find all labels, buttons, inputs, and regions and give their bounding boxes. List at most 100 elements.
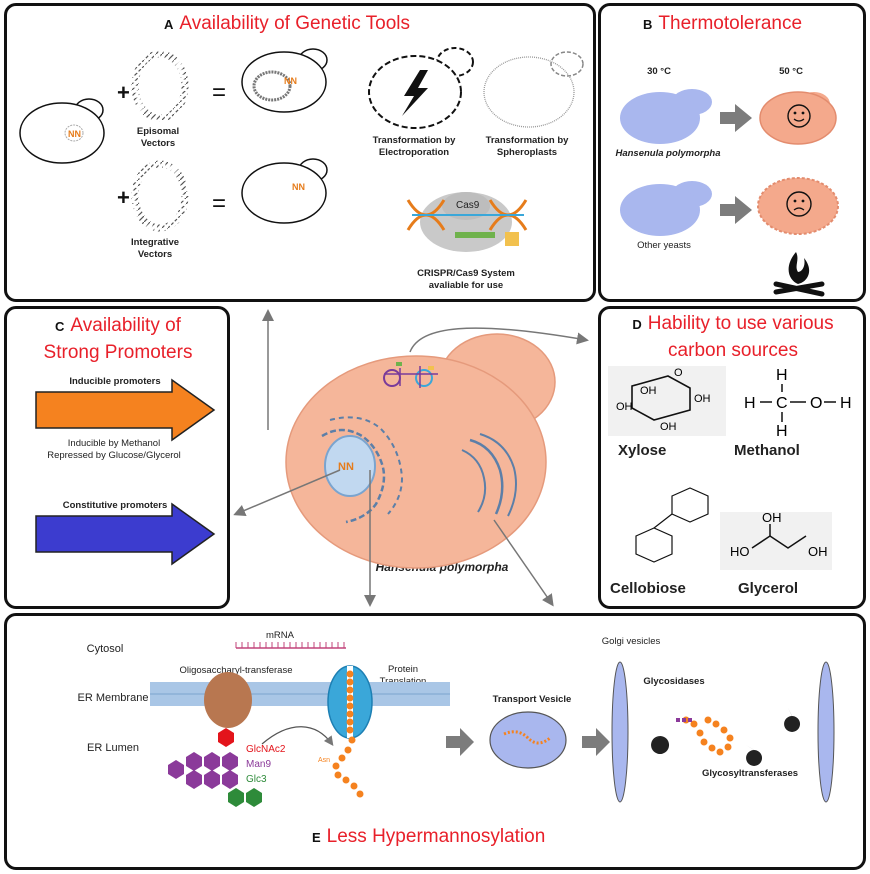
svg-text:OH: OH <box>694 393 711 405</box>
other-yeast-30c <box>620 181 712 236</box>
glycosidases-label: Glycosidases <box>643 676 705 687</box>
man-label: Man9 <box>246 759 271 770</box>
er-lumen-label: ER Lumen <box>87 742 139 754</box>
panel-c-title-line1: Availability of <box>70 315 181 336</box>
fire-icon <box>773 252 825 297</box>
transport-vesicle <box>489 711 567 769</box>
crispr-label: CRISPR/Cas9 System avaliable for use <box>417 268 515 291</box>
svg-text:OH: OH <box>616 401 633 413</box>
gray-arrow-e-1 <box>446 728 474 756</box>
glycosidase-enzymes <box>651 708 801 766</box>
methanol-label: Methanol <box>734 442 800 459</box>
svg-text:H: H <box>776 367 788 384</box>
transport-vesicle-label: Transport Vesicle <box>492 694 572 705</box>
panel-d-title-line2: carbon sources <box>668 340 798 361</box>
released-mannose <box>676 718 692 722</box>
panel-d-letter: D <box>632 317 642 332</box>
inducible-note-label: Inducible by Methanol Repressed by Gluco… <box>47 438 181 461</box>
hansenula-b-label: Hansenula polymorpha <box>615 148 721 159</box>
svg-text:H: H <box>840 395 852 412</box>
panel-c-promoters <box>4 306 230 609</box>
integrative-vectors-label: Integrative Vectors <box>130 237 180 260</box>
oligosaccharyltransferase <box>204 672 252 728</box>
panel-c-title-line2: Strong Promoters <box>43 342 193 363</box>
panel-c-letter: C <box>55 319 65 334</box>
episomal-plasmid-icon <box>131 50 189 122</box>
xylose-label: Xylose <box>618 442 667 459</box>
mrna-label: mRNA <box>266 630 294 641</box>
protein-translation-label: Protein Translation <box>379 664 427 687</box>
panel-b-title: B Thermotolerance <box>643 13 802 35</box>
glcnac-label: GlcNAc2 <box>246 744 286 755</box>
electroporation-icon <box>368 47 474 129</box>
happy-yeast-50c <box>759 91 837 145</box>
panel-c-title: C Availability of Strong Promoters <box>20 313 216 366</box>
panel-e-letter: E <box>312 830 321 845</box>
gray-arrow-b-2 <box>720 196 752 224</box>
svg-text:C: C <box>776 395 788 412</box>
constitutive-promoter-arrow <box>35 502 216 566</box>
golgi-polypeptide <box>682 716 734 756</box>
panel-a-title-text: Availability of Genetic Tools <box>179 13 410 34</box>
glc-label: Glc3 <box>246 774 267 785</box>
ost-label: Oligosaccharyl-transferase <box>179 665 293 676</box>
svg-text:O: O <box>810 395 822 412</box>
cytosol-label: Cytosol <box>86 643 124 655</box>
episomal-vectors-label: Episomal Vectors <box>136 126 180 149</box>
yeast-h-poly-30c <box>620 89 712 144</box>
panel-b-title-text: Thermotolerance <box>658 13 803 34</box>
svg-text:OH: OH <box>808 544 828 559</box>
inducible-promoter-arrow <box>35 378 216 442</box>
transfer-arrow <box>261 726 334 746</box>
cas9-label: Cas9 <box>456 200 480 211</box>
glycerol-label: Glycerol <box>738 580 799 597</box>
panel-d-title-line1: Hability to use various <box>647 313 834 334</box>
er-membrane-label: ER Membrane <box>77 692 149 704</box>
yeast-cell-integrative: NN <box>241 158 328 224</box>
svg-text:NN: NN <box>292 182 305 192</box>
spheroplast-icon <box>483 51 584 128</box>
svg-text:NN: NN <box>68 129 81 139</box>
plus-sign-2: + <box>117 185 130 210</box>
nascent-polypeptide <box>332 670 364 798</box>
panel-a-genetic-tools <box>4 3 596 302</box>
glycosyltransferases-label: Glycosyltransferases <box>701 768 799 779</box>
svg-text:NN: NN <box>284 76 297 86</box>
integrative-plasmid-icon <box>131 160 189 232</box>
glcnac-sugar <box>218 728 234 747</box>
methanol-structure: H H C O H H <box>744 367 852 440</box>
gray-arrow-b-1 <box>720 104 752 132</box>
center-arrows <box>233 309 589 607</box>
other-yeasts-label: Other yeasts <box>637 240 691 251</box>
panel-d-title: D Hability to use various carbon sources <box>608 311 858 364</box>
svg-text:H: H <box>776 423 788 440</box>
cellobiose-structure <box>635 487 709 563</box>
yeast-cell-start: NN <box>19 98 105 164</box>
svg-text:OH: OH <box>640 385 657 397</box>
golgi-cisterna-right <box>817 661 835 803</box>
electroporation-label: Transformation by Electroporation <box>372 135 456 158</box>
panel-a-title: A Availability of Genetic Tools <box>164 13 410 35</box>
gray-arrow-e-2 <box>582 728 610 756</box>
inducible-promoters-label: Inducible promoters <box>69 376 161 387</box>
glucose-sugars <box>228 788 262 807</box>
panel-a-letter: A <box>164 17 174 32</box>
xylose-structure: O OH OH OH OH <box>608 366 726 436</box>
panel-b-letter: B <box>643 17 653 32</box>
constitutive-promoters-label: Constitutive promoters <box>62 500 168 511</box>
svg-text:O: O <box>674 367 683 379</box>
svg-text:HO: HO <box>730 544 750 559</box>
plus-sign-1: + <box>117 80 130 105</box>
asn-label: Asn <box>318 757 330 764</box>
panel-e-hypermannosylation <box>4 613 866 870</box>
crispr-cas9-icon: Cas9 <box>406 192 528 252</box>
temp-30-label: 30 °C <box>647 66 671 77</box>
mannose-sugars <box>168 752 238 789</box>
spheroplasts-label: Transformation by Spheroplasts <box>485 135 569 158</box>
temp-50-label: 50 °C <box>779 66 803 77</box>
svg-text:H: H <box>744 395 756 412</box>
equals-sign-2: = <box>212 190 226 217</box>
svg-text:OH: OH <box>762 510 782 525</box>
